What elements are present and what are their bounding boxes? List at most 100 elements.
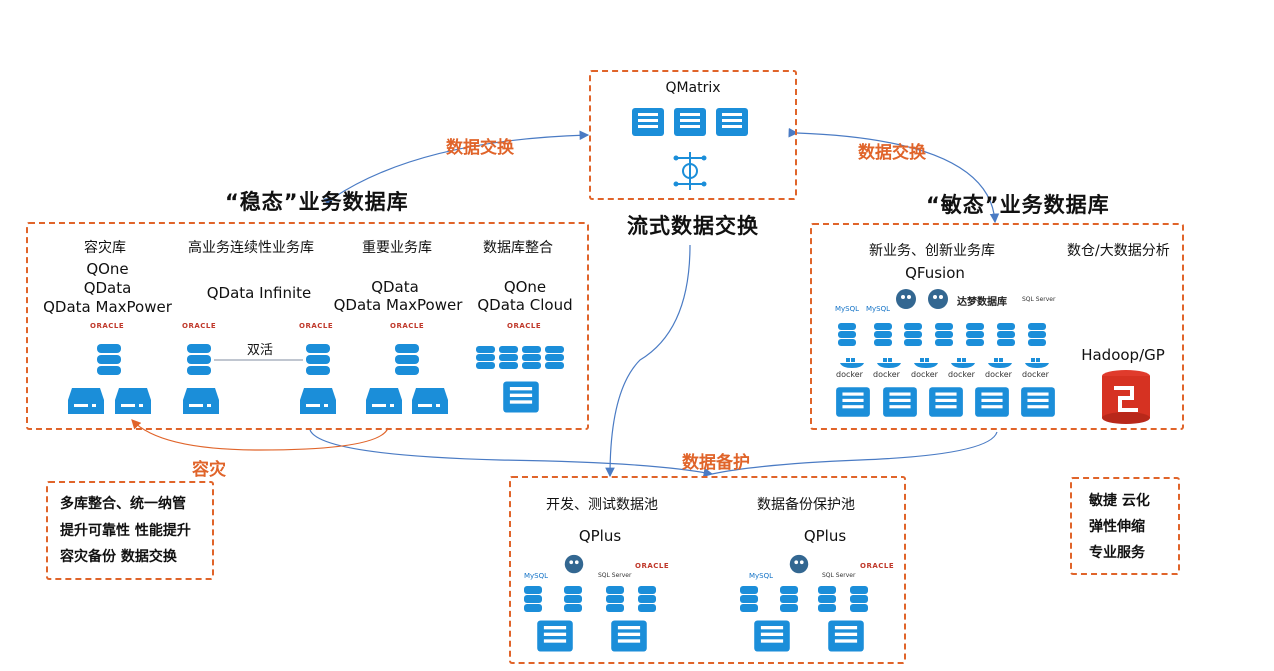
database-icon [306,344,330,375]
storage-icon [929,387,963,417]
steady-col1-product: QOne [86,260,129,278]
server-icon [183,388,219,414]
server-icon [412,388,448,414]
docker-logo: docker [948,370,975,379]
notes-left-box [46,481,214,580]
steady-col4-header: 数据库整合 [483,240,553,256]
link-qmatrix-agile [788,127,1000,224]
storage-icon [828,620,864,652]
link-steady-qmatrix [323,130,590,207]
notes-right-box [1070,477,1180,575]
database-row-icon [740,586,868,612]
storage-icon [611,620,647,652]
steady-col3-header: 重要业务库 [362,240,432,256]
steady-box [26,222,589,430]
steady-col2-product: QData Infinite [206,284,312,302]
hadoop-database-icon [1102,370,1150,424]
oracle-logo: ORACLE [182,322,217,330]
storage-icon [883,387,917,417]
steady-col1-product: QData MaxPower [43,298,172,316]
storage-icon [975,387,1009,417]
steady-col4-product: QOne [503,278,547,296]
server-icon [68,388,104,414]
note-left: 提升可靠性 性能提升 [60,523,191,539]
server-icon [366,388,402,414]
storage-icon [716,108,748,136]
database-cluster-icon [476,346,564,369]
oracle-logo: ORACLE [860,562,895,570]
docker-logo: docker [985,370,1012,379]
mysql-logo: MySQL [866,305,891,313]
docker-logo: docker [873,370,900,379]
oracle-logo: ORACLE [390,322,425,330]
oracle-logo: ORACLE [90,322,125,330]
agile-col2-header: 数仓/大数据分析 [1067,243,1170,259]
steady-col1-product: QData [83,279,132,297]
pool-col1-product: QPlus [578,527,622,545]
note-right: 专业服务 [1089,545,1145,561]
storage-icon [632,108,664,136]
agile-title: “敏态”业务数据库 [926,193,1110,217]
postgresql-icon [789,554,809,574]
note-right: 弹性伸缩 [1089,519,1145,535]
exchange-hub-icon [673,152,707,190]
qmatrix-title: QMatrix [665,80,721,96]
storage-icon [537,620,573,652]
database-icon [187,344,211,375]
oracle-logo: ORACLE [635,562,670,570]
storage-icon [754,620,790,652]
pool-col2-product: QPlus [803,527,847,545]
qmatrix-caption: 流式数据交换 [627,214,759,238]
steady-col1-header: 容灾库 [84,240,126,256]
docker-logo: docker [1022,370,1049,379]
pool-col1-header: 开发、测试数据池 [546,497,658,513]
exchange-label-right: 数据交换 [858,143,926,163]
mysql-logo: MySQL [749,572,774,580]
pools-box [509,476,906,664]
steady-col3-product: QData MaxPower [333,296,463,314]
note-left: 多库整合、统一纳管 [60,496,186,512]
database-row-icon [838,323,1046,346]
link-dr [131,419,389,451]
storage-icon [674,108,706,136]
docker-logo: docker [911,370,938,379]
docker-whale-icons [840,358,1049,368]
agile-box [810,223,1184,430]
oracle-logo: ORACLE [507,322,542,330]
agile-col2-product: Hadoop/GP [1081,346,1165,364]
pool-col2-header: 数据备份保护池 [757,497,855,513]
database-icon [395,344,419,375]
oracle-logo: ORACLE [299,322,334,330]
note-left: 容灾备份 数据交换 [60,549,177,565]
storage-icon [503,381,539,413]
steady-col2-header: 高业务连续性业务库 [188,240,314,256]
postgresql-icon [928,289,948,309]
server-icon [115,388,151,414]
sqlserver-logo: SQL Server [1022,296,1056,303]
storage-icon [1021,387,1055,417]
mysql-logo: MySQL [835,305,860,313]
link-steady-backup [309,429,714,478]
agile-col1-product: QFusion [905,264,965,282]
steady-col4-product: QData Cloud [477,296,573,314]
sqlserver-logo: SQL Server [598,572,632,579]
steady-col3-product: QData [371,278,419,296]
qmatrix-box [589,70,797,200]
database-icon [97,344,121,375]
link-agile-backup [711,431,998,475]
dr-label: 容灾 [192,460,226,480]
storage-icon [836,387,870,417]
steady-title: “稳态”业务数据库 [225,190,409,214]
note-right: 敏捷 云化 [1089,493,1150,509]
sqlserver-logo: SQL Server [822,572,856,579]
mysql-logo: MySQL [524,572,549,580]
postgresql-icon [564,554,584,574]
dameng-logo: 达梦数据库 [957,297,1007,308]
database-row-icon [524,586,656,612]
active-active-label: 双活 [247,343,274,358]
agile-col1-header: 新业务、创新业务库 [869,243,995,259]
docker-logo: docker [836,370,863,379]
exchange-label-left: 数据交换 [446,138,514,158]
backup-label: 数据备护 [682,453,750,473]
